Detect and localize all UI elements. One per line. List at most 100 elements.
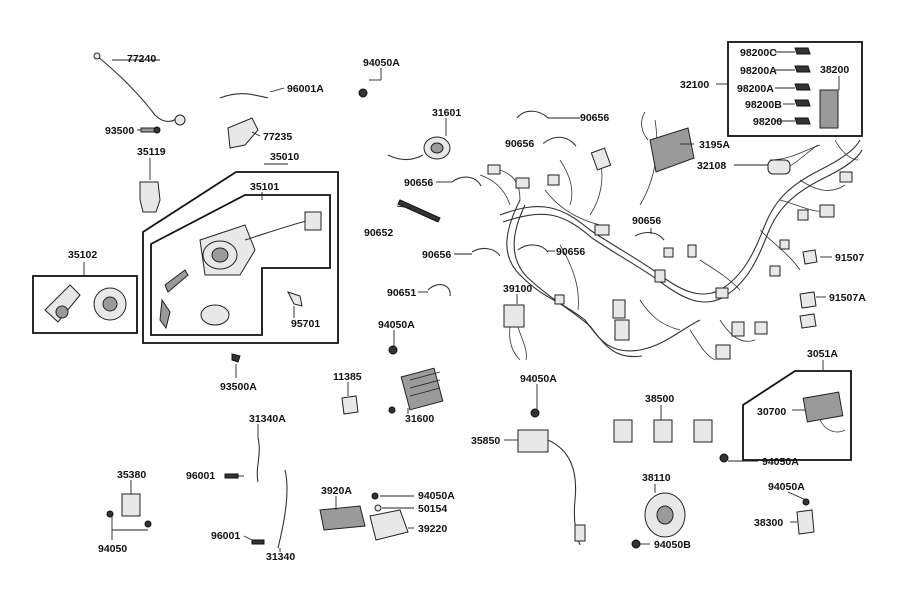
label-93500A: 93500A (220, 381, 257, 393)
nut-94050A-mid (388, 345, 398, 355)
filter-32108 (767, 144, 819, 175)
label-98200B: 98200B (745, 99, 782, 111)
regulator-31600 (388, 367, 444, 414)
label-90656-d: 90656 (422, 249, 451, 261)
label-30700: 30700 (757, 406, 786, 418)
group-box-35010 (142, 171, 339, 344)
group-box-3051A (742, 370, 852, 461)
relay-38500-a (613, 419, 633, 443)
label-94050A-r2: 94050A (768, 481, 805, 493)
leader-lines (83, 51, 840, 552)
label-35850: 35850 (471, 435, 500, 447)
label-77235: 77235 (263, 131, 292, 143)
label-35101: 35101 (250, 181, 279, 193)
label-90652: 90652 (364, 227, 393, 239)
fuse-terminals (794, 47, 811, 125)
switch-31601 (387, 136, 451, 161)
label-31601: 31601 (432, 107, 461, 119)
starter-switch-35380 (106, 493, 152, 528)
label-94050B: 94050B (654, 539, 691, 551)
cdi-3195A (641, 111, 695, 173)
sensor-31340A (256, 437, 260, 483)
bolt-95701 (287, 291, 303, 307)
nut-94050A-low (371, 492, 379, 500)
bracket-77235 (227, 117, 259, 149)
cable-tie-90656-e (517, 244, 549, 253)
block-3920A (319, 505, 366, 531)
label-38500: 38500 (645, 393, 674, 405)
label-94050: 94050 (98, 543, 127, 555)
wire-clips-96001A (219, 93, 269, 99)
label-50154: 50154 (418, 503, 447, 515)
label-31340: 31340 (266, 551, 295, 563)
label-77240: 77240 (127, 53, 156, 65)
band-90651 (427, 284, 451, 297)
label-38300: 38300 (754, 517, 783, 529)
label-11385: 11385 (333, 371, 362, 383)
label-98200C: 98200C (740, 47, 777, 59)
ignition-switch-35101 (159, 211, 322, 330)
relay-38500-b (653, 419, 673, 443)
label-90651: 90651 (387, 287, 416, 299)
label-3195A: 3195A (699, 139, 730, 151)
cable-tie-90656-b (543, 136, 577, 147)
label-90656-e: 90656 (556, 246, 585, 258)
clip-96001-b (251, 539, 265, 545)
label-91507A: 91507A (829, 292, 866, 304)
label-96001-a: 96001 (186, 470, 215, 482)
nut-94050A-r2 (802, 498, 810, 506)
washer-50154 (374, 504, 382, 512)
clamp-91507A-b (799, 313, 817, 329)
label-90656-b: 90656 (505, 138, 534, 150)
nut-94050B (631, 539, 641, 549)
label-35119: 35119 (137, 146, 166, 158)
label-95701: 95701 (291, 318, 320, 330)
cable-tie-90652 (397, 199, 441, 223)
cable-tie-90656-a (516, 110, 549, 119)
label-94050A-relay: 94050A (520, 373, 557, 385)
label-38110: 38110 (642, 472, 671, 484)
group-box-35101 (150, 194, 331, 336)
ignition-coil-30700 (802, 391, 846, 433)
clamp-91507 (802, 249, 818, 265)
unit-39220 (369, 509, 409, 541)
label-96001A: 96001A (287, 83, 324, 95)
lock-cap (200, 304, 230, 326)
label-35010: 35010 (270, 151, 299, 163)
label-94050A-top: 94050A (363, 57, 400, 69)
label-3051A: 3051A (807, 348, 838, 360)
nut-94050A-top (358, 88, 368, 98)
label-98200A-2: 98200A (737, 83, 774, 95)
relay-39100 (503, 304, 527, 361)
label-35380: 35380 (117, 469, 146, 481)
label-96001-b: 96001 (211, 530, 240, 542)
cable-77240 (93, 52, 186, 126)
label-90656-c: 90656 (404, 177, 433, 189)
clamp-91507A (799, 291, 817, 309)
label-32100: 32100 (680, 79, 709, 91)
label-98200: 98200 (753, 116, 782, 128)
cable-tie-90656-c (451, 176, 482, 187)
screw-93500 (140, 126, 161, 134)
sensor-31340 (277, 469, 288, 549)
label-39100: 39100 (503, 283, 532, 295)
label-31340A: 31340A (249, 413, 286, 425)
label-90656-f: 90656 (632, 215, 661, 227)
nut-94050A-relay (530, 408, 540, 418)
label-90656-a: 90656 (580, 112, 609, 124)
label-35102: 35102 (68, 249, 97, 261)
group-box-35102 (32, 275, 138, 334)
label-3920A: 3920A (321, 485, 352, 497)
part-labels: 77240 93500 35119 94050A 96001A 77235 35… (68, 47, 866, 563)
label-38200: 38200 (820, 64, 849, 76)
label-94050A-r1: 94050A (762, 456, 799, 468)
group-box-98200 (727, 41, 863, 137)
starter-relay-35850 (517, 429, 586, 546)
label-94050A-low: 94050A (418, 490, 455, 502)
clip-35119 (139, 181, 161, 213)
cable-tie-90656-f (634, 231, 665, 241)
label-91507: 91507 (835, 252, 864, 264)
bracket-11385 (341, 395, 359, 415)
